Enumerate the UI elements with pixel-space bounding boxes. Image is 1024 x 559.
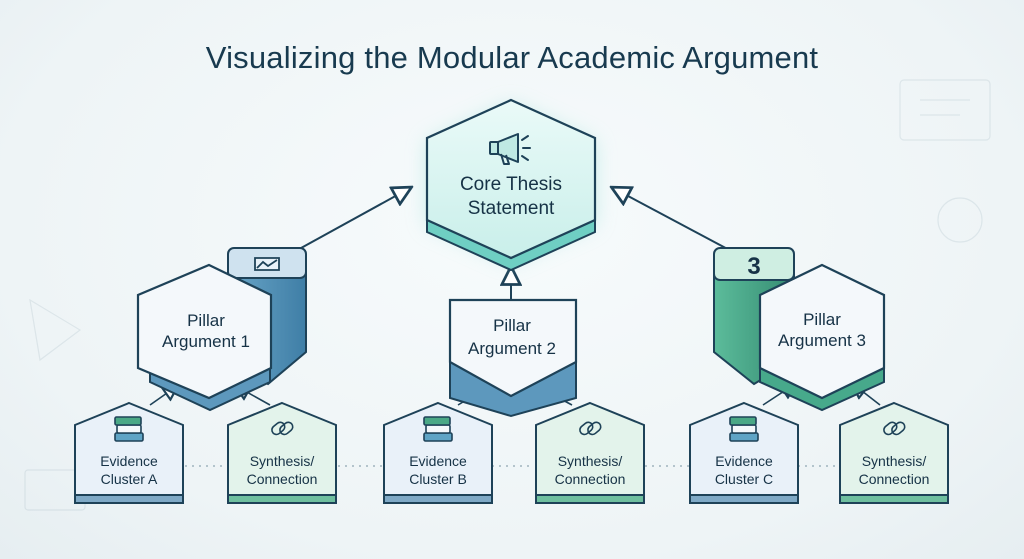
link-icon	[883, 421, 906, 436]
leaf-4-label-line2: Connection	[555, 471, 626, 487]
leaf-2-label-line2: Connection	[247, 471, 318, 487]
leaf-5-label-line2: Cluster C	[715, 471, 773, 487]
leaf-1-label-line2: Cluster A	[101, 471, 158, 487]
link-icon	[579, 421, 602, 436]
books-icon	[114, 416, 144, 442]
leaf-node-6[interactable]: Synthesis/Connection	[839, 401, 949, 504]
megaphone-icon	[489, 133, 531, 165]
pillar-argument-2[interactable]: Pillar Argument 2	[448, 298, 578, 418]
pillar-2-label-line1: Pillar	[493, 316, 531, 335]
connector-pillar3-core	[613, 188, 736, 254]
books-icon	[729, 416, 759, 442]
pillar-1-label-line1: Pillar	[187, 311, 225, 330]
core-label-line1: Core Thesis	[460, 174, 562, 195]
leaf-5-label-line1: Evidence	[715, 453, 773, 469]
pillar-3-label-line1: Pillar	[803, 310, 841, 329]
link-icon	[271, 421, 294, 436]
core-thesis-node[interactable]: Core Thesis Statement	[425, 98, 597, 272]
connector-pillar1-core	[291, 188, 410, 254]
leaf-node-2[interactable]: Synthesis/Connection	[227, 401, 337, 504]
core-label-line2: Statement	[468, 198, 555, 219]
pillar-1-label-line2: Argument 1	[162, 332, 250, 351]
pillar-2-label-line2: Argument 2	[468, 339, 556, 358]
leaf-6-label-line2: Connection	[859, 471, 930, 487]
diagram-title: Visualizing the Modular Academic Argumen…	[206, 40, 819, 75]
books-icon	[423, 416, 453, 442]
chart-icon	[254, 257, 280, 271]
leaf-6-label-line1: Synthesis/	[862, 453, 927, 469]
leaf-2-label-line1: Synthesis/	[250, 453, 315, 469]
leaf-node-4[interactable]: Synthesis/Connection	[535, 401, 645, 504]
connectors-top	[291, 188, 736, 300]
pillar-3-badge-number: 3	[747, 253, 760, 280]
leaf-3-label-line2: Cluster B	[409, 471, 467, 487]
pillar-argument-3[interactable]: 3 Pillar Argument 3	[713, 247, 886, 412]
pillar-3-label-line2: Argument 3	[778, 331, 866, 350]
pillar-argument-1[interactable]: Pillar Argument 1	[136, 247, 307, 412]
leaf-1-label-line1: Evidence	[100, 453, 158, 469]
leaf-4-label-line1: Synthesis/	[558, 453, 623, 469]
leaf-3-label-line1: Evidence	[409, 453, 467, 469]
